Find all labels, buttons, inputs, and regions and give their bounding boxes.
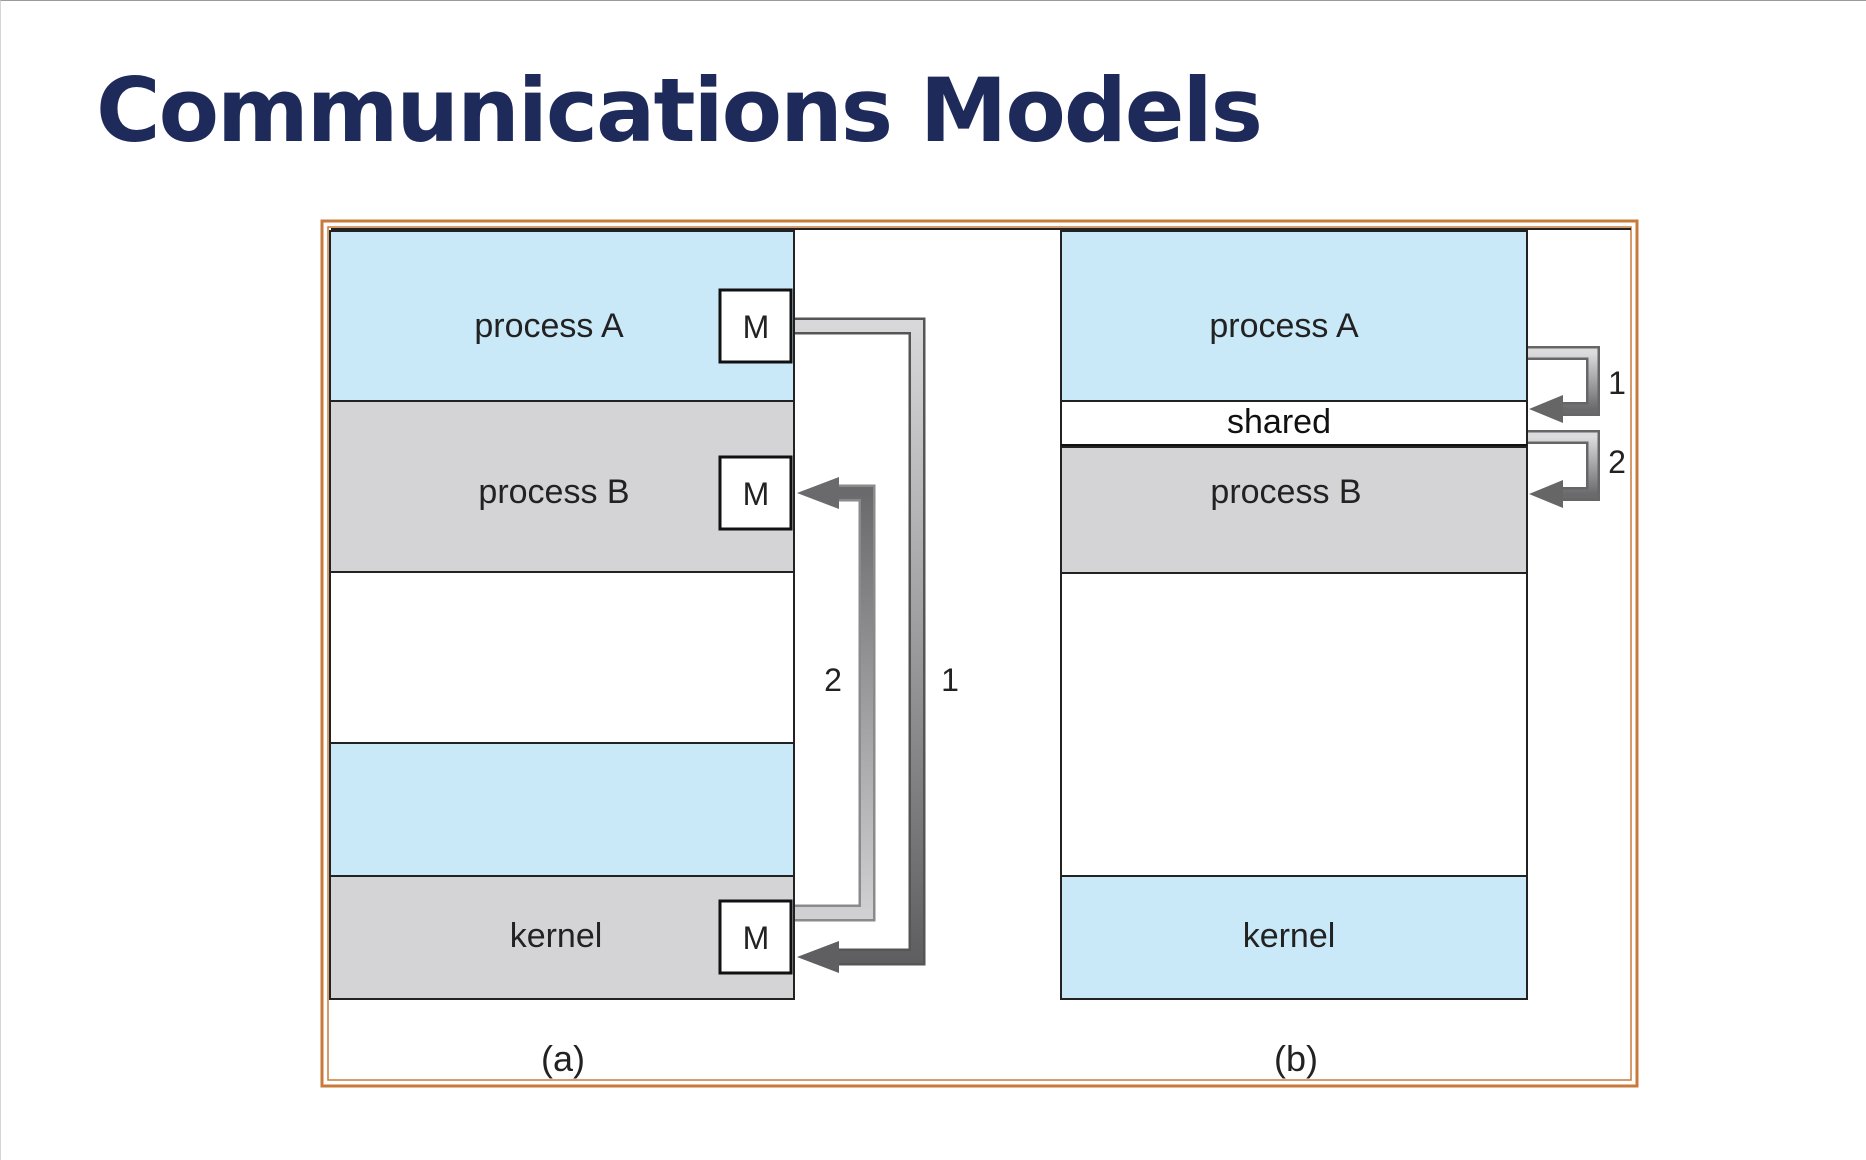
free-region [329, 571, 795, 744]
caption-a: (a) [541, 1038, 585, 1079]
step-2-label: 2 [1608, 444, 1626, 480]
shared-region [1060, 400, 1528, 447]
process-b-label: process B [1210, 473, 1361, 511]
kernel-region [1060, 875, 1528, 1000]
slide-title: Communications Models [96, 59, 1263, 162]
message-box-kernel: M [718, 899, 793, 975]
message-box-process-b: M [718, 455, 793, 531]
process-a-region [1060, 230, 1528, 402]
arrow-1-write [1528, 346, 1600, 423]
message-label: M [743, 476, 770, 512]
message-label: M [743, 920, 770, 956]
process-a-label: process A [474, 307, 624, 345]
message-box-process-a: M [718, 288, 793, 364]
process-a-label: process A [1209, 307, 1359, 345]
free-region [1060, 572, 1528, 877]
step-1-label: 1 [941, 662, 959, 698]
shared-label: shared [1227, 403, 1331, 441]
kernel-label: kernel [1243, 917, 1336, 955]
arrow-2-receive [795, 477, 876, 922]
message-label: M [743, 309, 770, 345]
step-1-label: 1 [1608, 365, 1626, 401]
blue-region [329, 742, 795, 877]
process-b-label: process B [478, 473, 629, 511]
process-b-region [1060, 446, 1528, 574]
step-2-label: 2 [824, 662, 842, 698]
process-a-region [329, 230, 795, 402]
arrow-1-send [795, 317, 926, 973]
caption-b: (b) [1274, 1038, 1318, 1079]
diagram-b: process A shared process B kernel 1 2 (b… [1060, 230, 1626, 1079]
diagram-a: process A process B kernel M M M [329, 230, 959, 1079]
kernel-label: kernel [510, 917, 603, 955]
figure-frame [320, 219, 1639, 1088]
process-b-region [329, 400, 795, 573]
arrow-2-read [1528, 430, 1600, 508]
kernel-region [329, 875, 795, 1000]
